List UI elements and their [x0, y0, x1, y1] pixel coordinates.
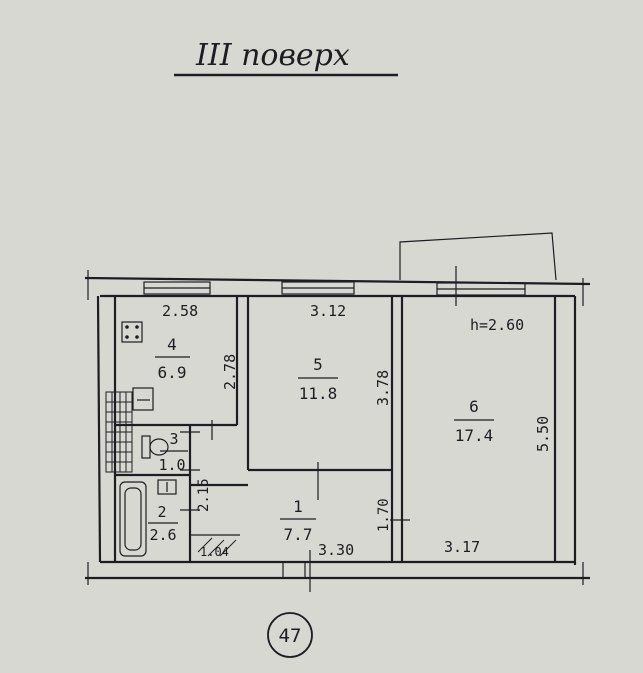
svg-text:17.4: 17.4	[455, 426, 494, 445]
dim-corridor-length: 2.15	[196, 478, 212, 512]
balcony-outline	[399, 232, 557, 281]
room-2-label: 2 2.6	[148, 503, 178, 544]
stove-icon	[121, 321, 143, 343]
svg-text:6.9: 6.9	[158, 363, 187, 382]
svg-text:7.7: 7.7	[284, 525, 313, 544]
svg-text:5: 5	[313, 355, 323, 374]
sheet-number-circle	[267, 612, 313, 658]
window-room5	[281, 281, 355, 295]
svg-text:4: 4	[167, 335, 177, 354]
kitchen-sink-icon	[132, 387, 154, 411]
svg-text:1: 1	[293, 497, 303, 516]
toilet-icon	[141, 435, 169, 459]
svg-text:6: 6	[469, 397, 479, 416]
small-passage-hatch	[197, 537, 237, 557]
ceiling-height: h=2.60	[470, 316, 524, 334]
room-3-label: 3 1.0	[158, 430, 188, 474]
dim-room5-depth: 3.78	[374, 370, 392, 406]
dim-kitchen-width: 2.58	[162, 302, 198, 320]
svg-text:11.8: 11.8	[299, 384, 338, 403]
ventilation-shaft-icon	[105, 391, 133, 473]
outer-wall-left	[96, 295, 102, 563]
dim-small-passage: 1.04	[200, 545, 229, 559]
svg-text:1.0: 1.0	[158, 456, 185, 474]
svg-text:2.6: 2.6	[149, 526, 176, 544]
dim-room5-width: 3.12	[310, 302, 346, 320]
window-kitchen	[143, 281, 211, 295]
dim-hall-depth: 1.70	[376, 498, 392, 532]
bathtub-icon	[119, 481, 147, 557]
dim-room6-width: 3.17	[444, 538, 480, 556]
room-5-label: 5 11.8	[298, 355, 338, 403]
room-4-label: 4 6.9	[155, 335, 190, 382]
bathroom-sink-icon	[157, 479, 177, 495]
room-6-label: 6 17.4	[454, 397, 494, 445]
dim-kitchen-depth: 2.78	[221, 354, 239, 390]
svg-text:2: 2	[157, 503, 166, 521]
dim-room6-depth: 5.50	[534, 416, 552, 452]
dim-hall-width: 3.30	[318, 541, 354, 559]
room-1-label: 1 7.7	[280, 497, 316, 544]
entrance-door	[282, 550, 311, 592]
window-room6	[436, 266, 526, 306]
svg-text:3: 3	[169, 430, 178, 448]
sheet-number: 47	[279, 625, 302, 647]
floor-title: III поверх	[195, 38, 350, 73]
